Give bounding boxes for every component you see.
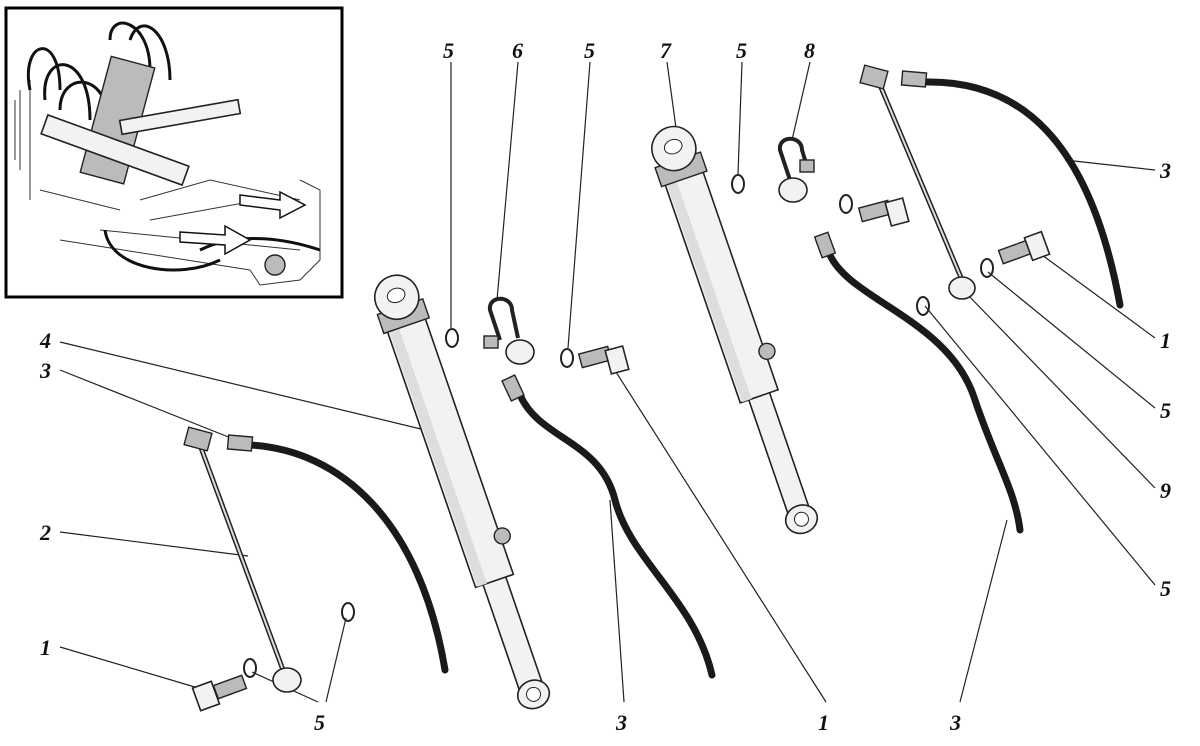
callout-3: 3 — [615, 710, 627, 735]
hoses — [226, 70, 1124, 679]
callout-labels: 5 6 5 7 5 8 3 1 5 9 5 3 1 3 5 1 2 3 4 — [39, 38, 1171, 735]
callout-5: 5 — [1160, 398, 1171, 423]
leader-lines — [59, 61, 1156, 703]
callout-3: 3 — [39, 358, 51, 383]
callout-2: 2 — [39, 520, 51, 545]
banjo-fittings — [483, 136, 815, 365]
hydraulic-cylinder-left — [373, 274, 551, 710]
callout-3: 3 — [1159, 158, 1171, 183]
callout-5: 5 — [736, 38, 747, 63]
callout-5: 5 — [1160, 576, 1171, 601]
callout-1: 1 — [40, 635, 51, 660]
callout-1: 1 — [818, 710, 829, 735]
callout-3: 3 — [949, 710, 961, 735]
sealing-washers — [243, 174, 994, 678]
banjo-bolts — [191, 197, 1051, 712]
callout-8: 8 — [804, 38, 815, 63]
callout-5: 5 — [584, 38, 595, 63]
callout-7: 7 — [660, 38, 672, 63]
rigid-pipes — [183, 64, 976, 693]
callout-5: 5 — [314, 710, 325, 735]
callout-9: 9 — [1160, 478, 1171, 503]
callout-6: 6 — [512, 38, 523, 63]
callout-4: 4 — [39, 328, 51, 353]
hydraulic-cylinder-right — [651, 125, 819, 535]
inset-overview — [4, 6, 344, 299]
callout-1: 1 — [1160, 328, 1171, 353]
callout-5: 5 — [443, 38, 454, 63]
